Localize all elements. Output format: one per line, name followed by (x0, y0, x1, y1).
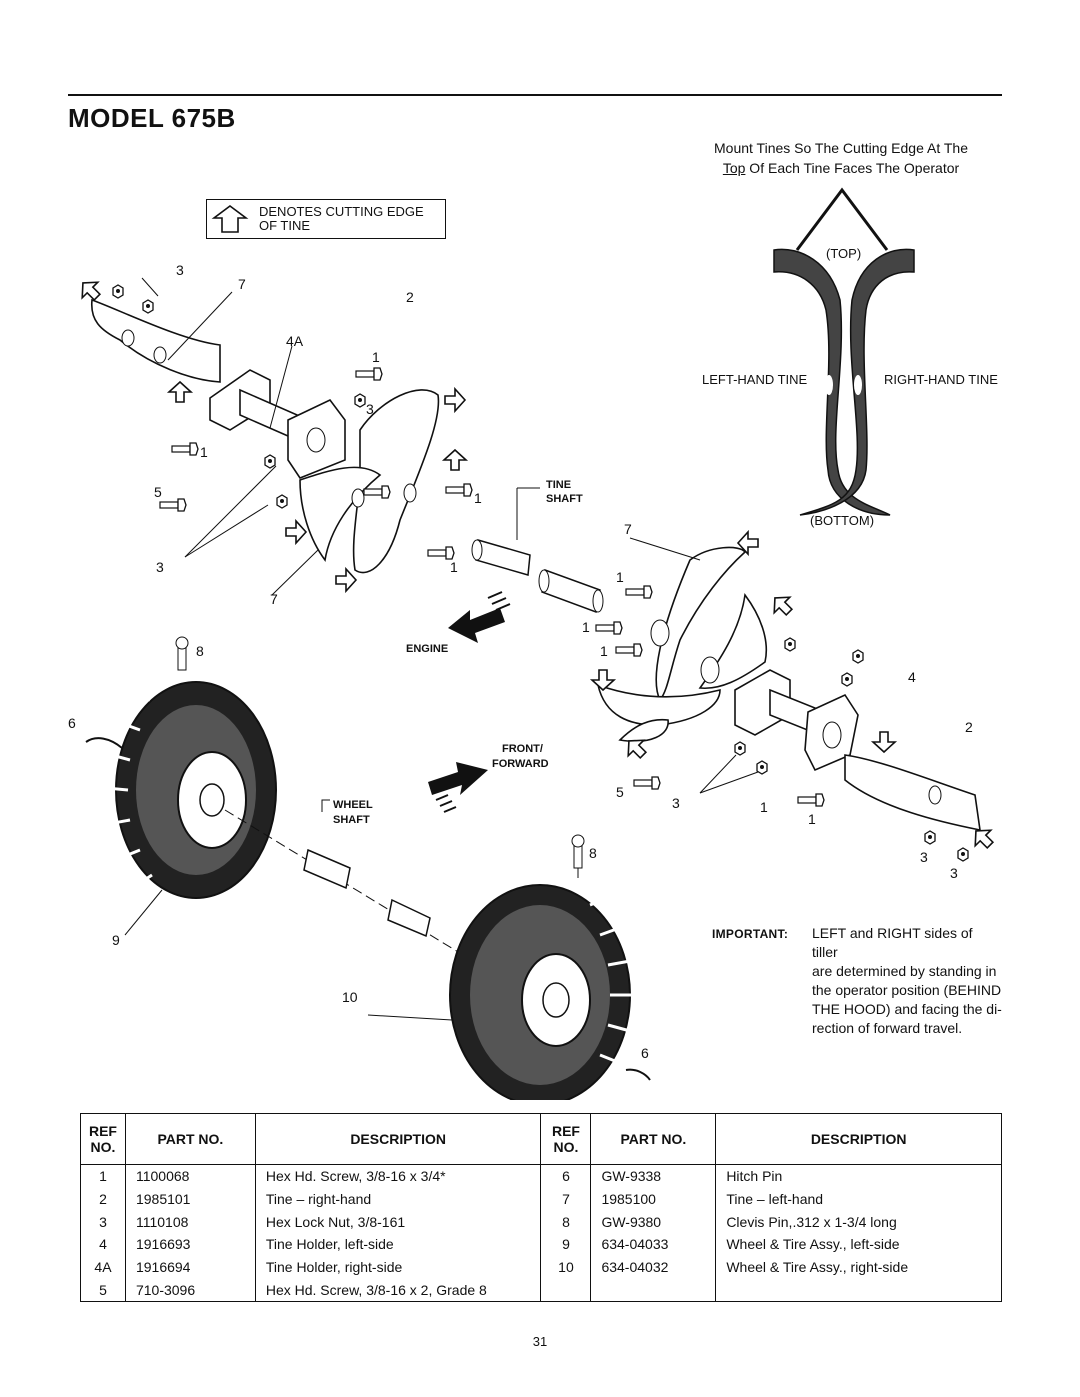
ref-num: 10 (342, 989, 358, 1005)
ref-num: 3 (920, 849, 928, 865)
right-tine-assembly (591, 531, 999, 862)
wheel-shaft (224, 809, 469, 959)
engine-direction-arrow-icon (448, 608, 505, 643)
right-hand-tine-label: RIGHT-HAND TINE (884, 372, 998, 387)
important-label: IMPORTANT (712, 927, 784, 941)
ref-num: 1 (474, 490, 482, 506)
ref-num: 5 (616, 784, 624, 800)
ref-num: 1 (450, 559, 458, 575)
mount-instruction-line1: Mount Tines So The Cutting Edge At The (714, 140, 968, 156)
ref-num: 4A (286, 333, 304, 349)
ref-num: 1 (582, 619, 590, 635)
wheel-shaft-label-2: SHAFT (333, 814, 370, 826)
legend-line1: DENOTES CUTTING EDGE (259, 204, 424, 219)
ref-num: 3 (950, 865, 958, 881)
ref-num: 3 (156, 559, 164, 575)
ref-num: 1 (372, 349, 380, 365)
front-label-1: FRONT/ (502, 743, 543, 755)
tine-shaft-label-2: SHAFT (546, 493, 583, 505)
forward-direction-arrow-icon (428, 762, 488, 795)
part-no-header: PART NO. (124, 1113, 256, 1165)
wheel-shaft-label-1: WHEEL (333, 799, 373, 811)
legend-line2: OF TINE (259, 218, 311, 233)
important-line: rection of forward travel. (812, 1020, 963, 1036)
cutting-edge-legend: DENOTES CUTTING EDGE OF TINE (206, 199, 446, 239)
ref-num: 1 (760, 799, 768, 815)
engine-label: ENGINE (406, 643, 448, 655)
ref-num: 1 (808, 811, 816, 827)
ref-num: 1 (600, 643, 608, 659)
mount-instruction-line2: Top Of Each Tine Faces The Operator (700, 158, 982, 178)
ref-num: 8 (196, 643, 204, 659)
description-header: DESCRIPTION (254, 1113, 542, 1165)
ref-num: 7 (238, 276, 246, 292)
tine-bottom-label: (BOTTOM) (810, 513, 874, 528)
tine-shaft-label-1: TINE (546, 479, 571, 491)
exploded-parts-diagram: (TOP) (BOTTOM) LEFT-HAND TINE RIGHT-HAND… (68, 187, 999, 1100)
mount-instruction-top: Top (722, 160, 746, 176)
ref-num: 4 (908, 669, 916, 685)
tine-shaft-group: TINE SHAFT ENGINE FRONT/ FORWARD WHEEL S… (321, 479, 604, 826)
header-rule (68, 94, 1002, 96)
front-label-2: FORWARD (492, 758, 549, 770)
ref-num: 7 (624, 521, 632, 537)
ref-num: 3 (672, 795, 680, 811)
important-line: are determined by standing in (812, 963, 997, 979)
ref-num: 5 (154, 484, 162, 500)
ref-num: 3 (176, 262, 184, 278)
mount-instruction-rest: Of Each Tine Faces The Operator (745, 160, 960, 176)
page-title: MODEL 675B (68, 103, 236, 133)
ref-num: 7 (270, 591, 278, 607)
cutting-edge-arrow-icon (211, 205, 249, 233)
left-tine-assembly (74, 274, 473, 596)
mount-instruction: Mount Tines So The Cutting Edge At The T… (700, 138, 982, 178)
description-header: DESCRIPTION (715, 1113, 1002, 1165)
ref-num: 9 (112, 932, 120, 948)
left-wheel (85, 636, 277, 899)
important-line: the operator position (BEHIND (812, 982, 1002, 998)
ref-num: 3 (366, 401, 374, 417)
tine-top-label: (TOP) (826, 246, 861, 261)
left-hand-tine-label: LEFT-HAND TINE (702, 372, 808, 387)
ref-num: 2 (965, 719, 973, 735)
ref-num: 1 (200, 444, 208, 460)
reference-numbers: 3 7 2 4A 1 3 1 5 1 3 1 7 8 6 9 10 6 7 1 … (68, 262, 973, 1061)
part-no-header: PART NO. (590, 1113, 717, 1165)
tine-detail: (TOP) (BOTTOM) LEFT-HAND TINE RIGHT-HAND… (702, 187, 998, 528)
important-line: LEFT and RIGHT sides of tiller (812, 925, 973, 960)
page-number: 31 (532, 1334, 548, 1349)
right-wheel (124, 834, 651, 1100)
important-note: IMPORTANT: LEFT and RIGHT sides of tille… (712, 925, 1002, 1036)
ref-num: 1 (616, 569, 624, 585)
ref-num: 6 (641, 1045, 649, 1061)
ref-num: 6 (68, 715, 76, 731)
important-line: THE HOOD) and facing the di- (812, 1001, 1002, 1017)
ref-num: 8 (589, 845, 597, 861)
important-text: LEFT and RIGHT sides of tiller are deter… (812, 924, 1002, 1038)
ref-num: 2 (406, 289, 414, 305)
